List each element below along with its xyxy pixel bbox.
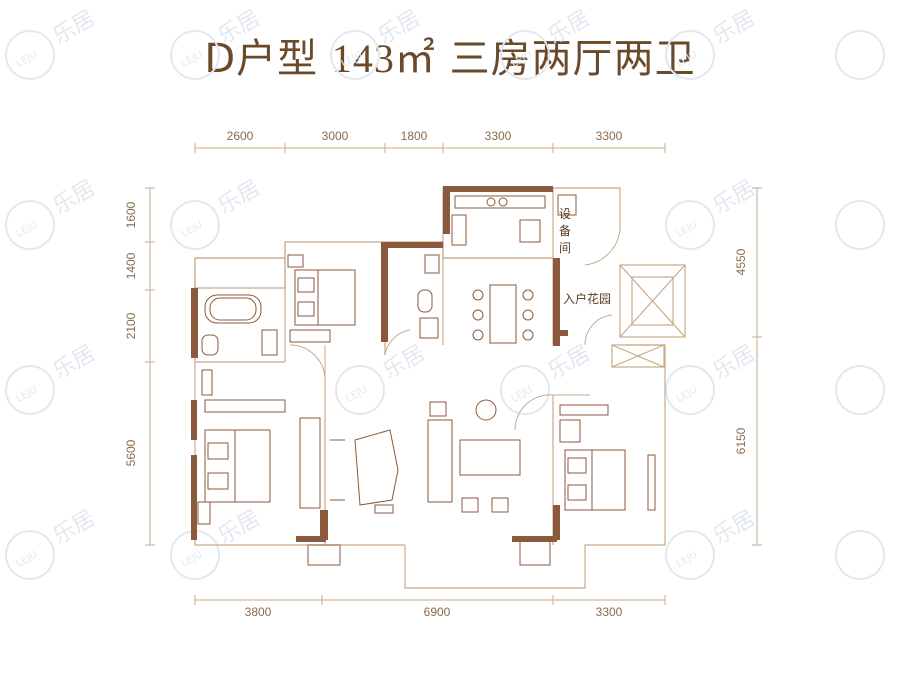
svg-text:乐居: 乐居 [214,176,265,220]
bathroom-left [201,294,278,356]
watermark: LEJU 乐居 [330,6,425,80]
svg-text:乐居: 乐居 [544,341,595,385]
watermark: LEJU 乐居 [170,6,265,80]
watermark: LEJU 乐居 [665,6,760,80]
watermark: LEJU 乐居 [5,506,100,580]
watermark: LEJU 乐居 [665,341,760,415]
watermark: LEJU 乐居 [665,176,760,250]
dim-top-3: 1800 [401,129,428,143]
svg-text:备: 备 [559,224,571,238]
unit-type: D户型 [204,36,319,82]
watermark-layer: LEJU 乐居 LEJU 乐居 LEJU 乐居 LEJU 乐居 LEJU 乐居 [5,6,885,580]
svg-text:乐居: 乐居 [379,341,430,385]
watermark: LEJU 乐居 [5,341,100,415]
svg-text:乐居: 乐居 [709,6,760,50]
svg-text:乐居: 乐居 [544,6,595,50]
living-room-furniture [330,399,521,514]
svg-text:LEJU: LEJU [675,219,700,240]
svg-text:LEJU: LEJU [15,49,40,70]
svg-text:乐居: 乐居 [214,6,265,50]
dimension-lines [145,143,762,605]
bedroom-furniture-top [287,254,356,343]
dim-top-2: 3000 [322,129,349,143]
dim-bottom-1: 3800 [245,605,272,619]
dim-left-4: 5600 [124,439,138,466]
svg-text:LEJU: LEJU [510,49,535,70]
svg-text:乐居: 乐居 [214,506,265,550]
door-swings [289,229,621,431]
watermark: LEJU 乐居 [500,6,595,80]
bedroom-furniture-left [197,369,321,525]
kitchen-furniture [451,194,577,246]
watermark [835,30,885,80]
svg-text:LEJU: LEJU [15,219,40,240]
watermark: LEJU 乐居 [335,341,430,415]
watermark [835,365,885,415]
svg-text:LEJU: LEJU [675,49,700,70]
svg-text:间: 间 [559,241,571,255]
watermark: LEJU 乐居 [500,341,595,415]
bedroom-furniture-right [307,404,656,566]
watermark: LEJU 乐居 [170,506,265,580]
svg-text:LEJU: LEJU [180,219,205,240]
svg-text:乐居: 乐居 [49,176,100,220]
unit-area: 143㎡ [331,36,436,81]
watermark [835,530,885,580]
svg-text:乐居: 乐居 [709,341,760,385]
dim-top-5: 3300 [596,129,623,143]
watermark: LEJU 乐居 [665,506,760,580]
dim-top-1: 2600 [227,129,254,143]
unit-layout: 三房两厅两卫 [449,36,696,82]
svg-text:乐居: 乐居 [709,176,760,220]
dim-left-1: 1600 [124,201,138,228]
watermark: LEJU 乐居 [5,6,100,80]
bathroom-middle [417,254,440,339]
svg-text:LEJU: LEJU [180,49,205,70]
watermark: LEJU 乐居 [5,176,100,250]
svg-text:LEJU: LEJU [510,384,535,405]
svg-text:乐居: 乐居 [374,6,425,50]
svg-text:LEJU: LEJU [180,549,205,570]
entry-garden-label: 入户花园 [563,291,611,306]
dim-left-3: 2100 [124,312,138,339]
dim-top-4: 3300 [485,129,512,143]
svg-text:乐居: 乐居 [49,6,100,50]
svg-text:LEJU: LEJU [675,549,700,570]
dim-right-2: 6150 [734,427,748,454]
svg-text:LEJU: LEJU [15,549,40,570]
svg-text:LEJU: LEJU [15,384,40,405]
svg-text:LEJU: LEJU [340,49,365,70]
svg-text:乐居: 乐居 [49,506,100,550]
dim-right-1: 4550 [734,248,748,275]
dim-left-2: 1400 [124,252,138,279]
svg-text:乐居: 乐居 [49,341,100,385]
bearing-walls [191,186,568,542]
svg-text:LEJU: LEJU [675,384,700,405]
dining-furniture [472,284,534,344]
svg-text:乐居: 乐居 [709,506,760,550]
dimension-labels: 2600 3000 1800 3300 3300 3800 6900 3300 … [124,129,748,619]
dim-bottom-3: 3300 [596,605,623,619]
equipment-room-label: 设 备 间 [559,207,571,255]
plan-title: D户型 143㎡ 三房两厅两卫 [0,26,900,84]
svg-text:设: 设 [559,207,571,221]
watermark [835,200,885,250]
watermark: LEJU 乐居 [170,176,265,250]
dim-bottom-2: 6900 [424,605,451,619]
svg-text:LEJU: LEJU [345,384,370,405]
